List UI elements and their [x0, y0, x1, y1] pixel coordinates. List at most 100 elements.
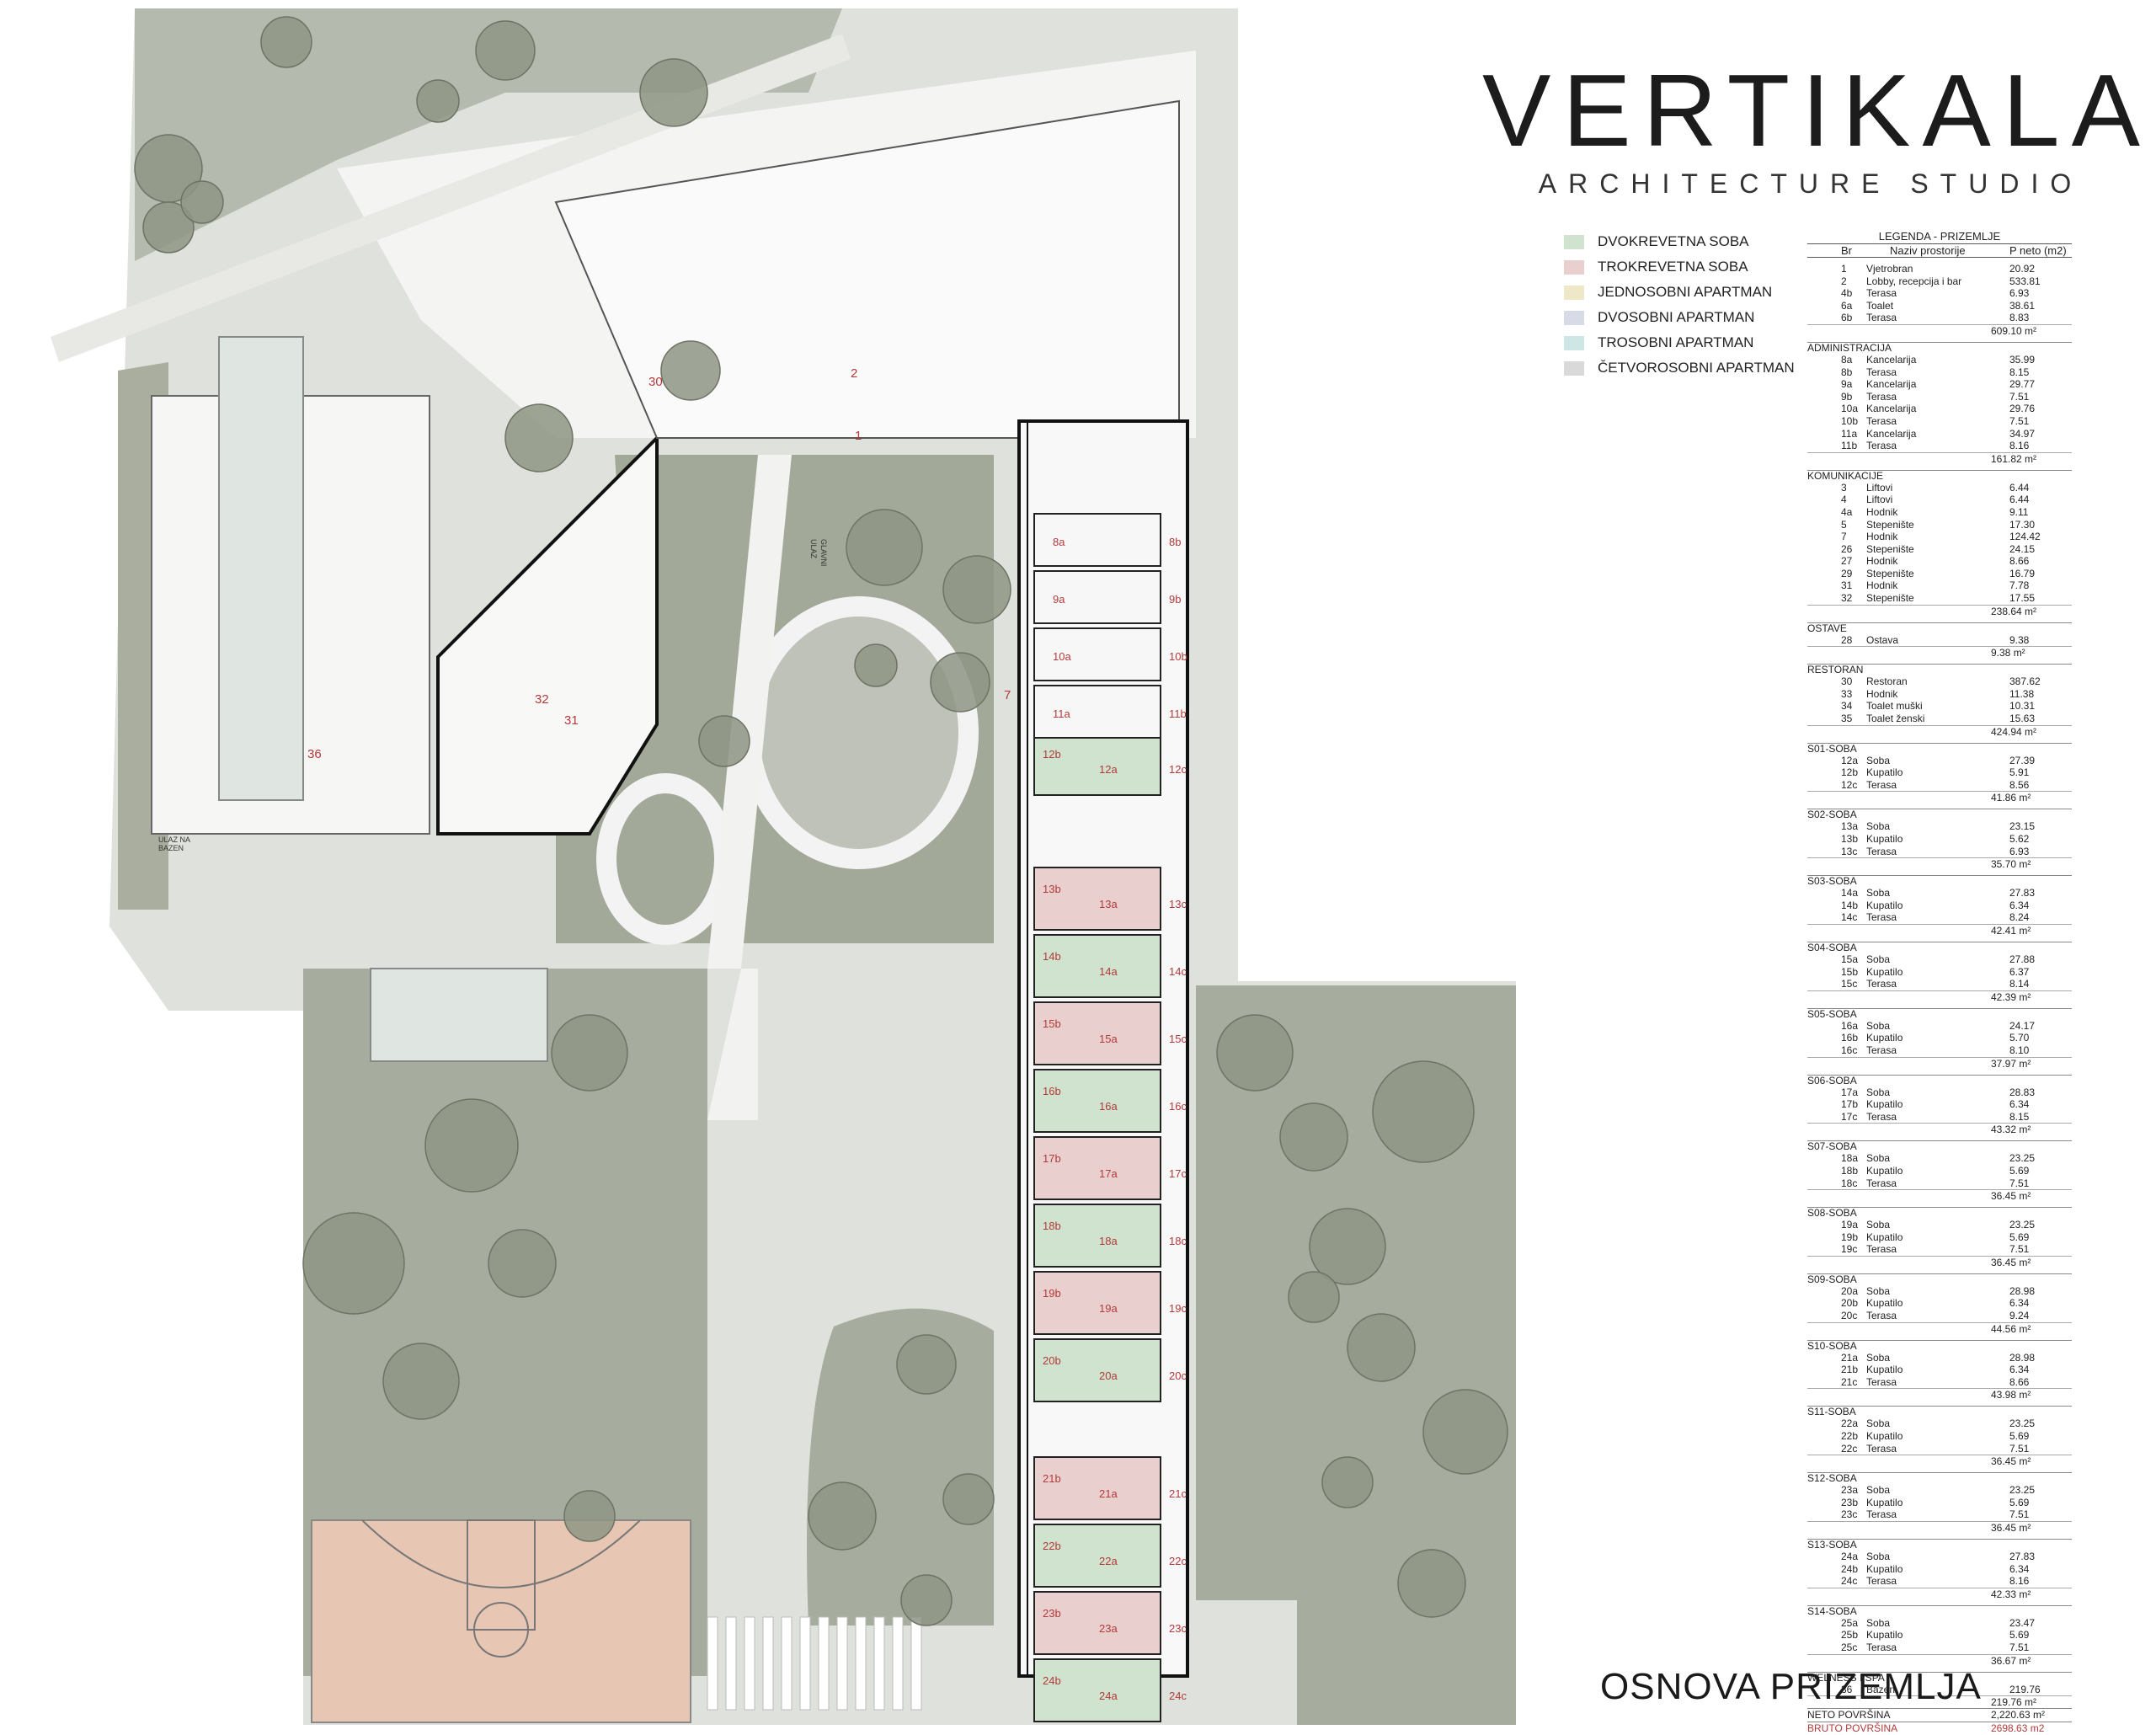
row-area: 6.34	[2009, 1364, 2030, 1376]
row-number: 19a	[1841, 1219, 1859, 1231]
group-subtotal: 37.97 m²	[1807, 1056, 2072, 1070]
tree-icon	[846, 509, 923, 586]
row-area: 8.56	[2009, 778, 2030, 791]
room-number-label: 22b	[1043, 1540, 1061, 1552]
row-number: 16c	[1841, 1044, 1858, 1056]
row-name: Hodnik	[1866, 531, 1898, 543]
row-number: 28	[1841, 633, 1853, 646]
row-number: 6a	[1841, 299, 1853, 312]
room-number-label: 10a	[1053, 650, 1071, 663]
row-name: Terasa	[1866, 287, 1897, 300]
row-number: 21a	[1841, 1351, 1859, 1364]
room-bands	[1033, 513, 1161, 1722]
row-area: 5.69	[2009, 1164, 2030, 1177]
row-number: 25b	[1841, 1629, 1859, 1642]
row-name: Terasa	[1866, 414, 1897, 427]
row-name: Kupatilo	[1866, 1098, 1903, 1111]
table-header: Br Naziv prostorije P neto (m2)	[1807, 244, 2072, 258]
row-number: 3	[1841, 481, 1847, 494]
brand-subtitle: ARCHITECTURE STUDIO	[1538, 168, 2084, 199]
room-number-label: 12c	[1169, 763, 1187, 776]
row-number: 18a	[1841, 1152, 1859, 1165]
plan-annotations: GLAVNI ULAZ ULAZ NA BAZEN	[158, 539, 828, 852]
group-subtotal: 36.67 m²	[1807, 1653, 2072, 1667]
legend-item: TROSOBNI APARTMAN	[1564, 330, 1795, 355]
tree-icon	[260, 16, 312, 68]
row-name: Soba	[1866, 1351, 1891, 1364]
brand-block: VERTIKALA ARCHITECTURE STUDIO	[1482, 59, 2140, 200]
row-name: Kancelarija	[1866, 403, 1917, 415]
row-area: 28.98	[2009, 1284, 2036, 1297]
crosswalk-stripe	[781, 1616, 792, 1711]
row-number: 35	[1841, 713, 1853, 725]
tree-icon	[416, 79, 460, 123]
room-number-label: 16a	[1099, 1100, 1118, 1113]
bruto-label: BRUTO POVRŠINA	[1807, 1722, 1898, 1735]
group-title: S06-SOBA	[1807, 1074, 2072, 1086]
room-number-label: 19b	[1043, 1287, 1061, 1300]
legend-swatch	[1564, 335, 1584, 350]
crosswalk	[707, 1616, 922, 1711]
room-band	[1033, 934, 1161, 998]
row-number: 30	[1841, 675, 1853, 688]
main-entrance-label: GLAVNI	[819, 539, 828, 566]
row-number: 11a	[1841, 427, 1858, 440]
row-number: 36	[1841, 1683, 1853, 1695]
row-number: 21c	[1841, 1375, 1858, 1388]
room-band	[1033, 1204, 1161, 1268]
row-area: 7.51	[2009, 1177, 2030, 1189]
row-name: Terasa	[1866, 1375, 1897, 1388]
room-number-label: 17b	[1043, 1152, 1061, 1165]
site-plan: 36 30 2 1 7 31 32 12a12b12c13a13b13c14a1…	[51, 8, 1516, 1725]
row-name: Hodnik	[1866, 579, 1898, 592]
neto-value: 2,220.63 m²	[1991, 1709, 2046, 1722]
row-area: 6.93	[2009, 845, 2030, 857]
tree-icon	[180, 180, 224, 224]
row-number: 13c	[1841, 845, 1858, 857]
row-name: Kupatilo	[1866, 899, 1903, 911]
row-area: 8.83	[2009, 312, 2030, 324]
row-area: 20.92	[2009, 263, 2036, 275]
group-subtotal: 219.76 m²	[1807, 1695, 2072, 1708]
row-name: Soba	[1866, 1086, 1891, 1098]
crosswalk-stripe	[873, 1616, 885, 1711]
tree-icon	[382, 1343, 460, 1420]
wing-labels: 12a12b12c13a13b13c14a14b14c15a15b15c16a1…	[1043, 536, 1187, 1702]
row-name: Soba	[1866, 1152, 1891, 1165]
room-number-label: 13b	[1043, 883, 1061, 895]
group-subtotal: 44.56 m²	[1807, 1321, 2072, 1335]
row-number: 15c	[1841, 978, 1858, 990]
tree-icon	[563, 1490, 616, 1542]
row-area: 7.51	[2009, 390, 2030, 403]
row-area: 533.81	[2009, 275, 2041, 287]
tree-icon	[1279, 1102, 1348, 1172]
row-area: 17.30	[2009, 518, 2036, 531]
row-number: 23a	[1841, 1484, 1859, 1497]
crosswalk-stripe	[707, 1616, 718, 1711]
tree-icon	[1216, 1014, 1294, 1092]
row-number: 20a	[1841, 1284, 1859, 1297]
row-area: 8.15	[2009, 1110, 2030, 1123]
row-number: 16a	[1841, 1019, 1859, 1032]
group-subtotal: 41.86 m²	[1807, 791, 2072, 803]
room-number-label: 11a	[1053, 707, 1070, 720]
row-area: 28.83	[2009, 1086, 2036, 1098]
row-area: 387.62	[2009, 675, 2041, 688]
